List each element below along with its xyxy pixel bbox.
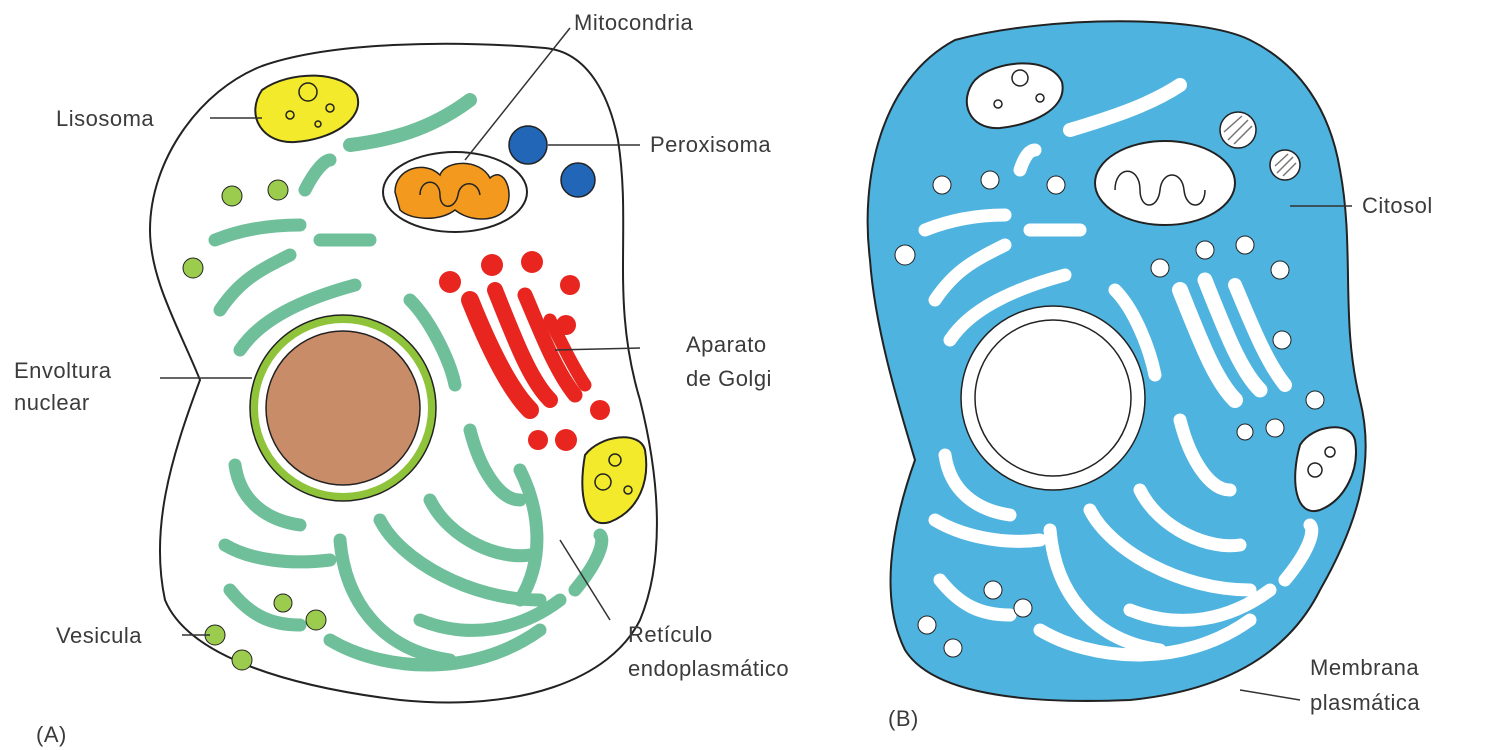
label-mitocondria: Mitocondria bbox=[574, 10, 693, 35]
label-vesicula: Vesicula bbox=[56, 623, 142, 648]
label-envoltura-line1: Envoltura bbox=[14, 358, 112, 383]
label-reticulo-line2: endoplasmático bbox=[628, 656, 789, 681]
label-reticulo-line1: Retículo bbox=[628, 622, 713, 647]
label-membrana-line1: Membrana bbox=[1310, 655, 1419, 680]
nuclear-envelope-b bbox=[975, 320, 1131, 476]
label-golgi-line2: de Golgi bbox=[686, 366, 772, 391]
panel-letter-b: (B) bbox=[888, 706, 919, 731]
label-membrana-line2: plasmática bbox=[1310, 690, 1420, 715]
nucleus bbox=[266, 331, 420, 485]
panel-a: Lisosoma Mitocondria Peroxisoma Envoltur… bbox=[14, 10, 789, 747]
label-golgi-line1: Aparato bbox=[686, 332, 767, 357]
panel-letter-a: (A) bbox=[36, 722, 67, 747]
label-peroxisoma: Peroxisoma bbox=[650, 132, 771, 157]
label-envoltura-line2: nuclear bbox=[14, 390, 90, 415]
label-citosol: Citosol bbox=[1362, 193, 1433, 218]
peroxisome bbox=[561, 163, 595, 197]
peroxisome bbox=[509, 126, 547, 164]
panel-b: Citosol Membrana plasmática (B) bbox=[868, 21, 1433, 731]
label-lisosoma: Lisosoma bbox=[56, 106, 154, 131]
